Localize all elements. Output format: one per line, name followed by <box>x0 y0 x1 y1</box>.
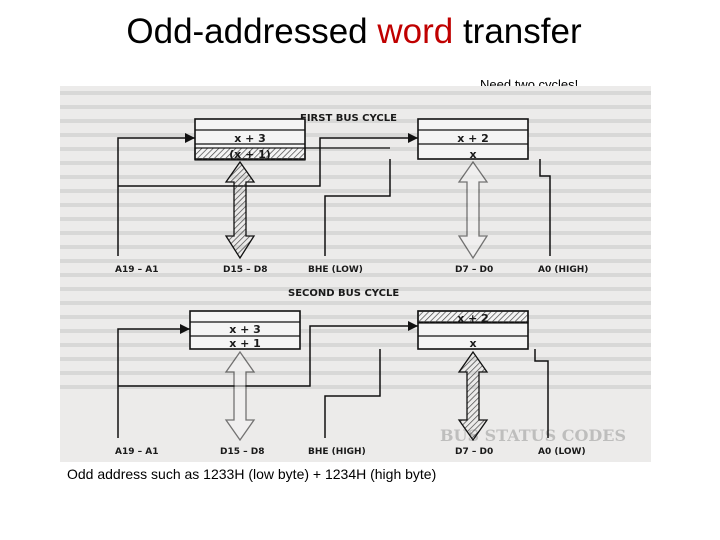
second-left-cell-high: x + 3 <box>229 323 261 336</box>
first-right-cell-low: x <box>469 148 476 161</box>
second-address-label: A19 – A1 <box>115 447 158 457</box>
second-a0-label: A0 (LOW) <box>538 447 586 457</box>
second-right-cell-high: x + 2 <box>457 312 489 325</box>
first-data-arrow-high <box>226 162 254 258</box>
second-a0-line <box>535 349 548 438</box>
second-left-memory-bank: x + 3 x + 1 <box>190 311 300 350</box>
first-right-memory-bank: x + 2 x <box>418 119 528 161</box>
second-data-high-label: D15 – D8 <box>220 447 265 457</box>
first-bhe-label: BHE (LOW) <box>308 265 363 275</box>
second-bhe-label: BHE (HIGH) <box>308 447 366 457</box>
caption-text: Odd address such as 1233H (low byte) + 1… <box>67 466 436 482</box>
first-a0-label: A0 (HIGH) <box>538 265 588 275</box>
first-address-arrow-left <box>118 138 195 256</box>
first-data-low-label: D7 – D0 <box>455 265 493 275</box>
second-bhe-line <box>325 349 380 438</box>
first-cycle-heading: FIRST BUS CYCLE <box>300 113 397 124</box>
first-right-cell-high: x + 2 <box>457 132 489 145</box>
first-address-label: A19 – A1 <box>115 265 158 275</box>
second-right-cell-low: x <box>469 337 476 350</box>
second-cycle-heading: SECOND BUS CYCLE <box>288 288 399 299</box>
second-data-low-label: D7 – D0 <box>455 447 493 457</box>
first-bhe-line <box>325 159 390 256</box>
slide-title: Odd-addressed word transfer <box>0 12 708 52</box>
second-data-arrow-low <box>459 352 487 440</box>
first-a0-line <box>540 159 550 256</box>
title-part-1: Odd-addressed <box>126 12 377 51</box>
second-data-arrow-high <box>226 352 254 440</box>
first-left-cell-high: x + 3 <box>234 132 266 145</box>
title-highlight-word: word <box>377 12 453 51</box>
first-data-high-label: D15 – D8 <box>223 265 268 275</box>
second-right-memory-bank: x + 2 x <box>418 311 528 350</box>
scanned-bus-cycle-diagram: BUS STATUS CODES FIRST BUS CYCLE x + 3 (… <box>60 86 651 462</box>
title-part-2: transfer <box>453 12 581 51</box>
first-left-cell-low: (x + 1) <box>229 148 271 161</box>
second-left-cell-low: x + 1 <box>229 337 261 350</box>
first-left-memory-bank: x + 3 (x + 1) <box>195 119 305 161</box>
background-scan-lines <box>60 91 651 389</box>
first-data-arrow-low <box>459 162 487 258</box>
